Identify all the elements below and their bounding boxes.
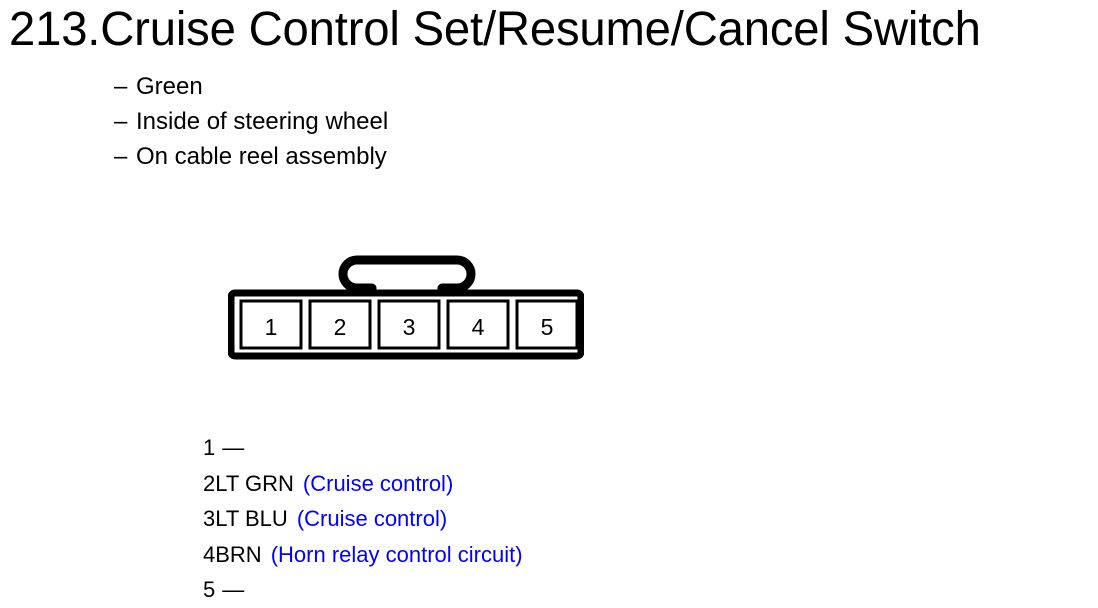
pin-number: 2: [203, 470, 216, 496]
connector-cavity-1: 1: [239, 299, 303, 350]
circuit-name: (Horn relay control circuit): [270, 541, 523, 567]
pin-number: 3: [203, 506, 216, 531]
wire-color: LT BLU: [215, 506, 288, 531]
list-item: –On cable reel assembly: [114, 139, 388, 174]
pinout-row: 3LT BLU (Cruise control): [203, 501, 523, 537]
circuit-name: (Cruise control): [296, 506, 448, 531]
page-title: 213.Cruise Control Set/Resume/Cancel Swi…: [9, 3, 981, 56]
pinout-list: 1— 2LT GRN(Cruise control) 3LT BLU(Cruis…: [203, 430, 523, 608]
pinout-row: 5—: [203, 572, 523, 608]
cavity-number: 2: [334, 314, 347, 340]
bullet-dash-icon: –: [114, 73, 128, 100]
connector-cavity-2: 2: [308, 299, 372, 350]
pinout-row: 2LT GRN (Cruise control): [203, 466, 523, 502]
bullet-dash-icon: –: [114, 108, 128, 135]
pin-empty-marker: —: [222, 577, 245, 602]
connector-diagram: 1 2 3 4 5: [228, 240, 584, 360]
bullet-dash-icon: –: [114, 143, 128, 170]
cavity-number: 4: [472, 314, 485, 340]
description-text: On cable reel assembly: [136, 143, 387, 170]
pin-empty-marker: —: [222, 435, 245, 460]
pin-number: 4: [203, 541, 216, 567]
connector-cavity-3: 3: [377, 299, 441, 350]
wire-color: LT GRN: [215, 470, 294, 496]
description-text: Inside of steering wheel: [136, 108, 389, 135]
pin-number: 1: [203, 435, 216, 460]
pin-number: 5: [203, 577, 216, 602]
connector-cavity-4: 4: [446, 299, 510, 350]
circuit-name: (Cruise control): [302, 470, 454, 496]
connector-svg: 1 2 3 4 5: [228, 255, 584, 360]
wire-color: BRN: [215, 541, 262, 567]
list-item: –Green: [114, 69, 388, 104]
pinout-row: 1—: [203, 430, 523, 466]
description-list: –Green –Inside of steering wheel –On cab…: [114, 69, 388, 174]
cavity-number: 5: [541, 314, 554, 340]
cavity-number: 3: [403, 314, 416, 340]
list-item: –Inside of steering wheel: [114, 104, 388, 139]
cavity-number: 1: [265, 314, 278, 340]
connector-cavity-5: 5: [515, 299, 579, 350]
description-text: Green: [136, 73, 203, 100]
pinout-row: 4BRN (Horn relay control circuit): [203, 537, 523, 573]
